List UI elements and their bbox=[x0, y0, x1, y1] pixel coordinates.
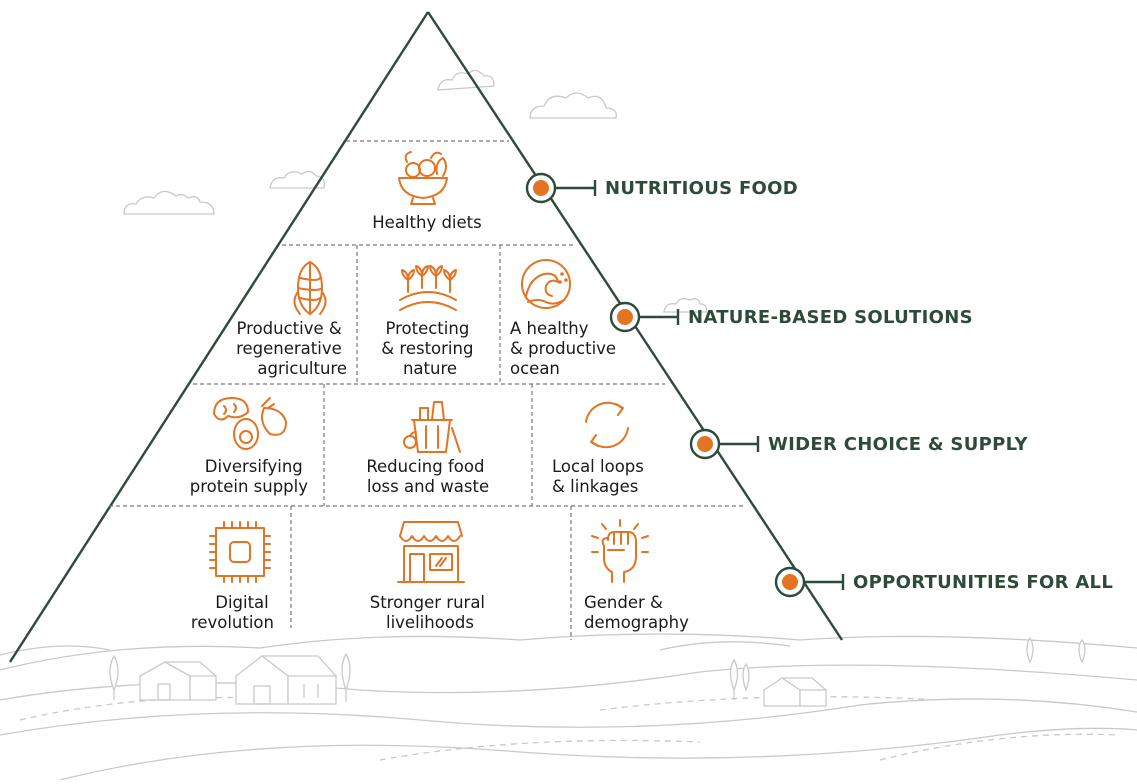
cell-reducing-food-loss: Reducing food loss and waste bbox=[366, 401, 489, 496]
tier-marker-opportunities: OPPORTUNITIES FOR ALL bbox=[774, 566, 1113, 598]
tier-marker-nutritious-food: NUTRITIOUS FOOD bbox=[525, 172, 798, 204]
cloud-decoration bbox=[123, 69, 708, 313]
shrimp-egg-drumstick-icon bbox=[213, 397, 287, 450]
tier-label-nature-based: NATURE-BASED SOLUTIONS bbox=[688, 307, 973, 328]
cell-productive-agriculture: Productive & regenerative agriculture bbox=[236, 261, 347, 378]
tier-marker-wider-choice: WIDER CHOICE & SUPPLY bbox=[689, 428, 1029, 460]
cell-healthy-diets: Healthy diets bbox=[372, 151, 482, 232]
circular-arrows-icon bbox=[585, 401, 629, 449]
cell-diversifying-protein: Diversifying protein supply bbox=[190, 397, 308, 496]
landscape-illustration bbox=[0, 633, 1137, 781]
cell-label-local-loops: Local loops & linkages bbox=[552, 457, 649, 496]
cell-healthy-ocean: A healthy & productive ocean bbox=[510, 259, 621, 378]
corn-icon bbox=[293, 261, 327, 315]
tier-label-wider-choice: WIDER CHOICE & SUPPLY bbox=[768, 434, 1029, 455]
cell-local-loops: Local loops & linkages bbox=[552, 401, 649, 496]
fruit-bowl-icon bbox=[398, 151, 448, 205]
raised-fist-icon bbox=[591, 519, 649, 583]
cell-digital-revolution: Digital revolution bbox=[191, 521, 274, 632]
cell-gender-demography: Gender & demography bbox=[584, 519, 689, 632]
food-waste-bin-icon bbox=[403, 401, 461, 453]
tier-marker-nature-based: NATURE-BASED SOLUTIONS bbox=[609, 301, 973, 333]
chip-icon bbox=[209, 521, 271, 583]
cell-label-productive-agriculture: Productive & regenerative agriculture bbox=[236, 319, 347, 378]
cell-label-digital-revolution: Digital revolution bbox=[191, 593, 274, 632]
cell-label-healthy-ocean: A healthy & productive ocean bbox=[510, 319, 621, 378]
cell-label-stronger-rural: Stronger rural livelihoods bbox=[370, 593, 491, 632]
cell-protecting-nature: Protecting & restoring nature bbox=[381, 265, 478, 378]
tier-label-nutritious-food: NUTRITIOUS FOOD bbox=[605, 178, 798, 199]
cell-label-gender-demography: Gender & demography bbox=[584, 593, 689, 632]
wave-icon bbox=[521, 259, 571, 309]
cell-label-healthy-diets: Healthy diets bbox=[372, 213, 481, 232]
cell-label-protecting-nature: Protecting & restoring nature bbox=[381, 319, 478, 378]
cell-stronger-rural: Stronger rural livelihoods bbox=[370, 521, 491, 632]
tier-label-opportunities: OPPORTUNITIES FOR ALL bbox=[853, 572, 1113, 593]
shop-icon bbox=[397, 521, 465, 583]
cell-label-diversifying-protein: Diversifying protein supply bbox=[190, 457, 308, 496]
seedling-field-icon bbox=[399, 265, 457, 311]
cell-label-reducing-food-loss: Reducing food loss and waste bbox=[366, 457, 489, 496]
